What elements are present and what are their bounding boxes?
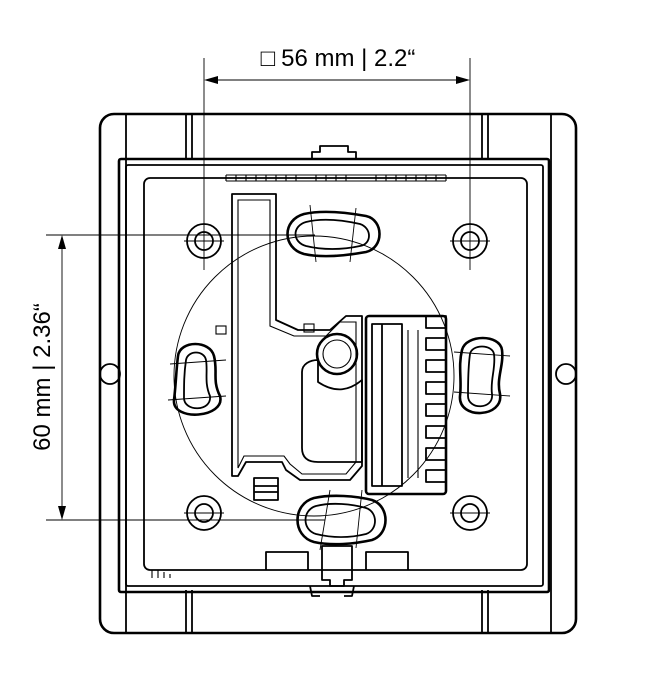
- pcb-bracket: [215, 193, 363, 501]
- corner-screw-holes: [184, 223, 490, 531]
- terminal-block: [364, 314, 448, 496]
- screw-hole-top-right: [450, 223, 490, 259]
- keyhole-slot-bottom: [296, 489, 387, 551]
- square-symbol: □: [261, 45, 276, 72]
- side-ear-left: [99, 363, 121, 385]
- terminal-pins: [425, 315, 447, 483]
- width-dimension-label: □56 mm | 2.2“: [261, 45, 416, 72]
- screw-hole-bottom-left: [184, 495, 224, 531]
- top-vents: [225, 174, 447, 182]
- housing-frame: [98, 112, 578, 635]
- bottom-connector: [321, 545, 353, 587]
- width-arrow-left: [204, 76, 218, 84]
- screw-hole-bottom-right: [450, 495, 490, 531]
- height-arrow-top: [58, 235, 66, 249]
- sensor-body: [301, 359, 363, 463]
- height-dimension-label: 60 mm | 2.36“: [29, 303, 56, 451]
- width-arrow-right: [456, 76, 470, 84]
- inner-frame: [117, 157, 551, 594]
- height-dimension: 60 mm | 2.36“: [29, 234, 325, 521]
- height-arrow-bottom: [58, 506, 66, 520]
- reference-circle: [173, 235, 455, 517]
- keyhole-slot-left: [167, 342, 227, 416]
- width-dimension: □56 mm | 2.2“: [203, 45, 471, 270]
- sensor-lens: [315, 332, 359, 376]
- keyhole-slot-right: [453, 336, 511, 415]
- top-clip: [311, 145, 357, 160]
- screw-hole-top-left: [184, 223, 224, 259]
- keyhole-slot-top: [286, 204, 381, 263]
- bottom-tabs: [265, 551, 409, 570]
- side-ear-right: [555, 363, 577, 385]
- keyhole-slots: [167, 204, 511, 551]
